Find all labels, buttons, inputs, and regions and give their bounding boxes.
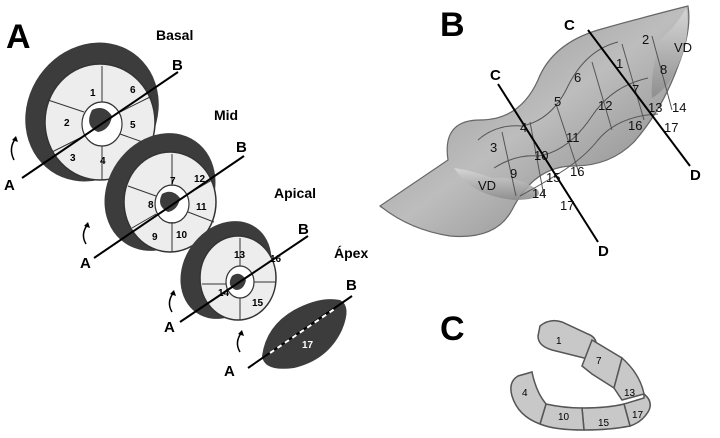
rv-region-right: [651, 8, 688, 98]
c-segment-10: 10: [558, 412, 570, 423]
ribbon-shape: [378, 5, 690, 238]
segment-7: 7: [170, 176, 176, 187]
b-segment-16: 16: [570, 164, 584, 179]
b-segment-8: 8: [660, 62, 667, 77]
b-segment-12: 12: [598, 98, 612, 113]
apical-axis-b: B: [298, 221, 309, 238]
c-segment-1: 1: [556, 336, 562, 347]
segment-10: 10: [176, 230, 188, 241]
basal-axis-line: [21, 71, 179, 179]
b-segment-17: 17: [560, 198, 574, 213]
apical-axis-line: [179, 235, 309, 323]
c-segment-13: 13: [624, 388, 636, 399]
segment-1: 1: [90, 88, 96, 99]
b-segment-13: 13: [648, 100, 662, 115]
segment-9: 9: [152, 232, 158, 243]
segment-17-apex: 17: [302, 340, 314, 351]
c-seg-4-shape: [510, 371, 547, 425]
mid-slice: 7 8 9 10 11 12: [104, 133, 217, 253]
panel-c-label: C: [440, 310, 465, 348]
b-segment-1: 1: [616, 56, 623, 71]
level-apical: Apical: [274, 185, 316, 201]
rv-region-left: [454, 168, 539, 200]
apical-slice: 13 14 15 16: [180, 221, 282, 321]
axis-label-c-left: C: [490, 67, 501, 84]
basal-axis-a: A: [4, 177, 15, 194]
b-segment-16b: 16: [628, 118, 642, 133]
c-segment-15: 15: [598, 418, 610, 429]
mid-axis-line: [93, 155, 245, 259]
c-seg-1-shape: [537, 319, 598, 361]
b-segment-14: 14: [672, 100, 686, 115]
b-segment-4: 4: [520, 120, 527, 135]
c-seg-13-shape: [613, 356, 645, 401]
b-segment-11: 11: [566, 130, 580, 145]
c-segment-17: 17: [632, 410, 644, 421]
segment-5: 5: [130, 120, 136, 131]
axis-label-c-right: C: [564, 17, 575, 34]
apex-cap: [262, 299, 347, 369]
axis-line-right: [587, 29, 691, 167]
long-axis-ribbon: [378, 5, 690, 238]
c-segment-4: 4: [522, 388, 528, 399]
level-apex: Ápex: [334, 245, 368, 261]
b-segment-17b: 17: [664, 120, 678, 135]
segment-4: 4: [100, 156, 106, 167]
level-mid: Mid: [214, 107, 238, 123]
b-segment-9: 9: [510, 166, 517, 181]
segment-2: 2: [64, 118, 70, 129]
panel-a-label: A: [6, 18, 31, 56]
apex-axis-a: A: [224, 363, 235, 380]
segment-12: 12: [194, 174, 206, 185]
axis-label-d-left: D: [598, 243, 609, 260]
segment-13: 13: [234, 250, 246, 261]
segment-15: 15: [252, 298, 264, 309]
rv-label-right: VD: [674, 40, 692, 55]
segment-16: 16: [270, 254, 282, 265]
b-segment-3: 3: [490, 140, 497, 155]
axis-label-d-right: D: [690, 167, 701, 184]
c-segment-7: 7: [596, 356, 602, 367]
segment-8: 8: [148, 200, 154, 211]
u-shaped-segments: [510, 319, 651, 431]
b-segment-2: 2: [642, 32, 649, 47]
segment-11: 11: [196, 202, 207, 213]
b-segment-6: 6: [574, 70, 581, 85]
panel-b-label: B: [440, 6, 465, 44]
b-segment-7: 7: [632, 82, 639, 97]
level-basal: Basal: [156, 27, 193, 43]
segment-3: 3: [70, 153, 76, 164]
basal-papillary: [89, 108, 112, 132]
b-segment-5: 5: [554, 94, 561, 109]
b-segment-14b: 14: [532, 186, 546, 201]
b-segment-15: 15: [546, 170, 560, 185]
apical-axis-a: A: [164, 319, 175, 336]
basal-rotation-arrow: [10, 137, 17, 161]
b-segment-10: 10: [534, 148, 548, 163]
mid-axis-a: A: [80, 255, 91, 272]
apex-slice: 17: [262, 299, 347, 369]
mid-papillary: [160, 191, 180, 212]
mid-axis-b: B: [236, 139, 247, 156]
basal-axis-b: B: [172, 57, 183, 74]
c-seg-7-shape: [581, 338, 623, 390]
apex-axis-b: B: [346, 277, 357, 294]
rv-label-left: VD: [478, 178, 496, 193]
segment-6: 6: [130, 85, 136, 96]
axis-line-left: [497, 83, 599, 243]
